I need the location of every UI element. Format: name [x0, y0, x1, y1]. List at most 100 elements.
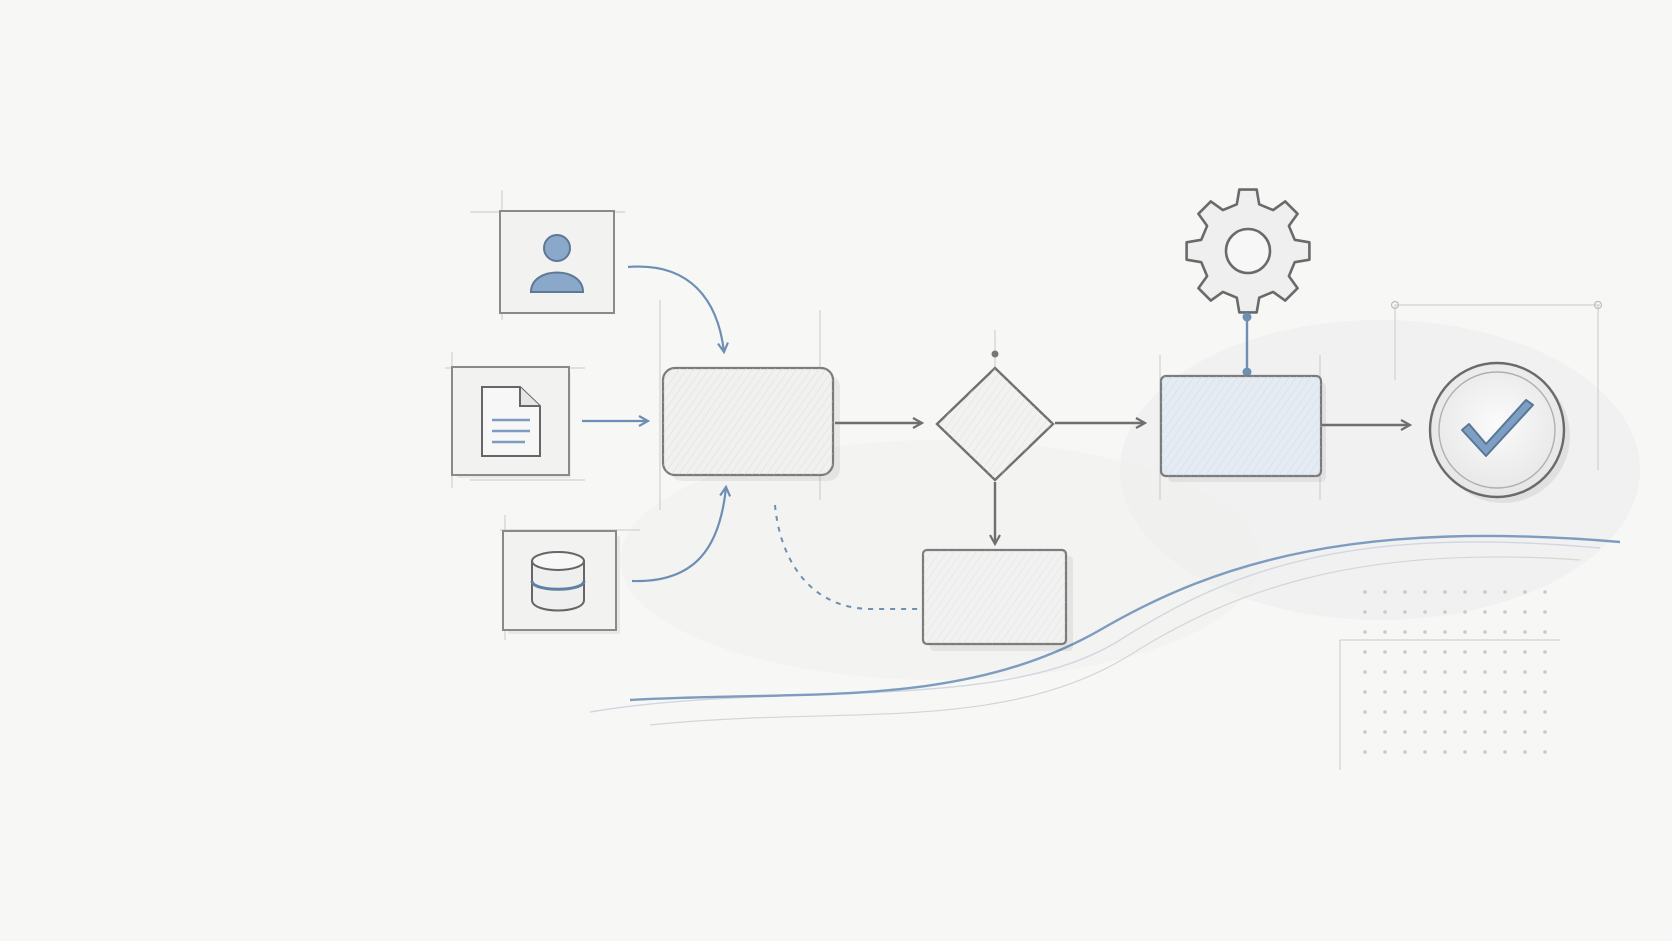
- grid-dot: [1363, 690, 1367, 694]
- grid-dot: [1383, 730, 1387, 734]
- grid-dot: [1503, 650, 1507, 654]
- grid-dot: [1423, 630, 1427, 634]
- grid-dot: [1423, 710, 1427, 714]
- grid-dot: [1483, 710, 1487, 714]
- grid-dot: [1543, 610, 1547, 614]
- grid-dot: [1543, 750, 1547, 754]
- input-document-card: [451, 366, 571, 478]
- grid-dot: [1403, 630, 1407, 634]
- grid-dot: [1423, 750, 1427, 754]
- grid-dot: [1483, 690, 1487, 694]
- grid-dot: [1483, 590, 1487, 594]
- grid-dot: [1383, 630, 1387, 634]
- grid-dot: [1523, 670, 1527, 674]
- document-icon: [481, 386, 541, 457]
- grid-dot: [1503, 710, 1507, 714]
- grid-dot: [1523, 610, 1527, 614]
- grid-dot: [1423, 670, 1427, 674]
- grid-dot: [1403, 590, 1407, 594]
- grid-dot: [1503, 670, 1507, 674]
- process-main-box: [661, 366, 840, 481]
- grid-dot: [1403, 750, 1407, 754]
- grid-dot: [1403, 730, 1407, 734]
- grid-dot: [1543, 690, 1547, 694]
- grid-dot: [1383, 610, 1387, 614]
- grid-dot: [1443, 610, 1447, 614]
- grid-dot: [1463, 590, 1467, 594]
- grid-dot: [1443, 670, 1447, 674]
- grid-dot: [1443, 730, 1447, 734]
- checkmark-icon: [1461, 399, 1534, 457]
- grid-dot: [1363, 610, 1367, 614]
- grid-dot: [1363, 710, 1367, 714]
- grid-dot: [1363, 650, 1367, 654]
- grid-dot: [1463, 750, 1467, 754]
- grid-dot: [1383, 670, 1387, 674]
- grid-dot: [1423, 690, 1427, 694]
- grid-dot: [1363, 730, 1367, 734]
- grid-dot: [1503, 590, 1507, 594]
- grid-dot: [1383, 650, 1387, 654]
- grid-dot: [1383, 690, 1387, 694]
- grid-dot: [1363, 750, 1367, 754]
- grid-dot: [1523, 690, 1527, 694]
- grid-dot: [1403, 670, 1407, 674]
- grid-dot: [1543, 590, 1547, 594]
- process-branch-box: [921, 548, 1073, 651]
- grid-dot: [1503, 730, 1507, 734]
- grid-dot: [1503, 630, 1507, 634]
- person-icon: [529, 234, 585, 293]
- grid-dot: [1523, 730, 1527, 734]
- gear-icon: [1185, 188, 1311, 314]
- grid-dot: [1403, 690, 1407, 694]
- grid-dot: [1483, 750, 1487, 754]
- grid-dot: [1503, 610, 1507, 614]
- grid-dot: [1443, 750, 1447, 754]
- grid-dot: [1383, 750, 1387, 754]
- grid-dot: [1463, 610, 1467, 614]
- grid-dot: [1403, 710, 1407, 714]
- grid-dot: [1403, 610, 1407, 614]
- dot-grid: [1363, 590, 1547, 754]
- grid-dot: [1363, 590, 1367, 594]
- grid-dot: [1483, 630, 1487, 634]
- grid-dot: [1523, 630, 1527, 634]
- grid-dot: [1423, 730, 1427, 734]
- grid-dot: [1363, 630, 1367, 634]
- grid-dot: [1423, 650, 1427, 654]
- grid-dot: [1503, 750, 1507, 754]
- grid-dot: [1443, 630, 1447, 634]
- grid-dot: [1463, 710, 1467, 714]
- grid-dot: [1383, 590, 1387, 594]
- database-icon: [530, 551, 586, 612]
- grid-dot: [1483, 730, 1487, 734]
- input-user-card: [499, 210, 615, 314]
- grid-dot: [1543, 710, 1547, 714]
- wave-lines: [589, 534, 1621, 726]
- grid-dot: [1483, 670, 1487, 674]
- decision-diamond: [935, 366, 1055, 482]
- grid-dot: [1443, 690, 1447, 694]
- process-configured-box: [1159, 374, 1326, 482]
- grid-dot: [1543, 630, 1547, 634]
- grid-dot: [1463, 630, 1467, 634]
- grid-dot: [1463, 650, 1467, 654]
- grid-dot: [1403, 650, 1407, 654]
- input-connectors: [582, 265, 726, 583]
- grid-dot: [1463, 670, 1467, 674]
- grid-dot: [1423, 610, 1427, 614]
- grid-dot: [1523, 650, 1527, 654]
- dashed-link: [774, 504, 918, 610]
- grid-dot: [1483, 610, 1487, 614]
- grid-dot: [1463, 730, 1467, 734]
- grid-dot: [1543, 730, 1547, 734]
- grid-dot: [1383, 710, 1387, 714]
- grid-dot: [1503, 690, 1507, 694]
- grid-dot: [1483, 650, 1487, 654]
- gear-connector: [1242, 312, 1252, 377]
- grid-dot: [1523, 710, 1527, 714]
- grid-dot: [1443, 590, 1447, 594]
- grid-dot: [1443, 710, 1447, 714]
- grid-dot: [1423, 590, 1427, 594]
